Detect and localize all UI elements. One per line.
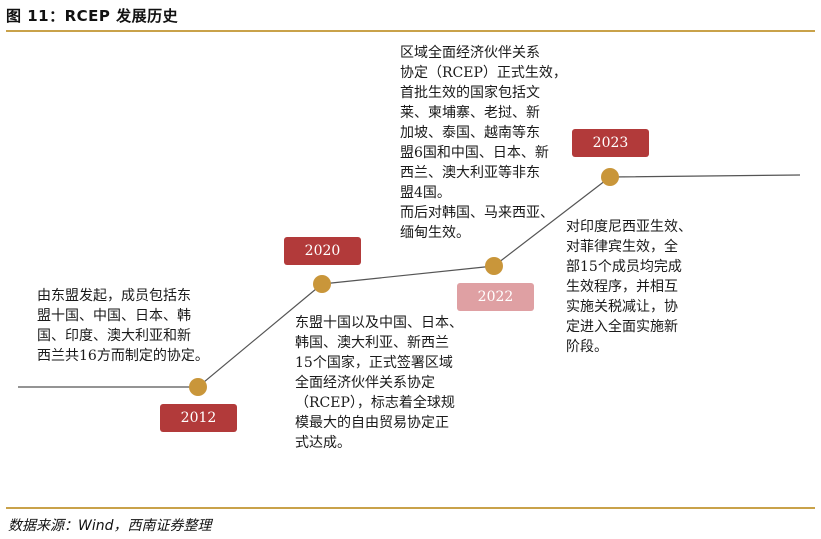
milestone-text-2023: 对印度尼西亚生效、 对菲律宾生效，全 部15个成员均完成 生效程序，并相互 实施… <box>566 219 692 355</box>
milestone-text-2020: 东盟十国以及中国、日本、 韩国、澳大利亚、新西兰 15个国家，正式签署区域 全面… <box>295 315 463 451</box>
year-badge-2012: 2012 <box>160 404 237 432</box>
year-badge-2020: 2020 <box>284 237 361 265</box>
year-badge-2022: 2022 <box>457 283 534 311</box>
bottom-divider <box>6 507 815 509</box>
timeline-dot-2012 <box>189 378 207 396</box>
figure-title: 图 11：RCEP 发展历史 <box>6 7 179 25</box>
year-badge-2023: 2023 <box>572 129 649 157</box>
milestone-text-2012: 由东盟发起，成员包括东 盟十国、中国、日本、韩 国、印度、澳大利亚和新 西兰共1… <box>37 288 209 364</box>
source-note: 数据来源：Wind，西南证券整理 <box>8 518 212 534</box>
timeline-dot-2022 <box>485 257 503 275</box>
timeline-dot-2023 <box>601 168 619 186</box>
top-divider <box>6 30 815 32</box>
milestone-text-2022: 区域全面经济伙伴关系 协定（RCEP）正式生效， 首批生效的国家包括文 莱、柬埔… <box>400 45 567 241</box>
timeline-dot-2020 <box>313 275 331 293</box>
